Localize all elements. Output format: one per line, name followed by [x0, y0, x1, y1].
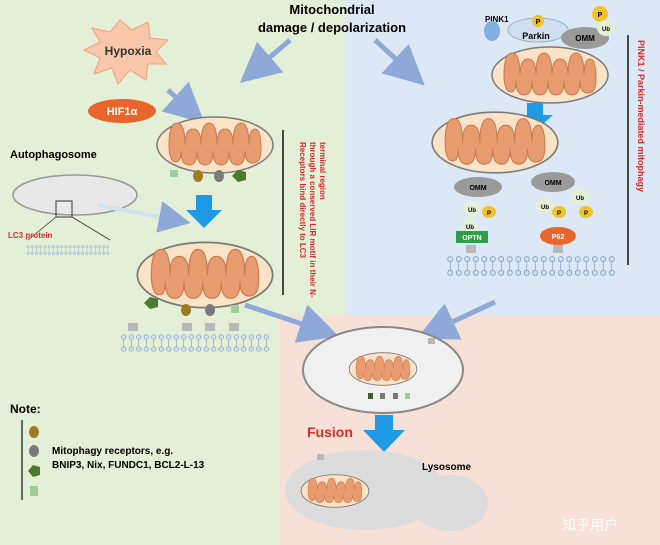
- svg-text:P: P: [584, 211, 588, 217]
- autophagosome-label: Autophagosome: [10, 149, 97, 161]
- pink-parkin-note: PINK1 / Parkin-mediated mitophagy: [636, 40, 646, 192]
- omm-cluster-left: OMM Ub P Ub OPTN: [454, 177, 502, 253]
- hypoxia-burst-icon: [82, 19, 170, 85]
- mitochondrion-1: [156, 116, 274, 174]
- lc3-label: LC3 protein: [8, 231, 53, 240]
- receptors-row-2: [144, 297, 239, 316]
- mitochondrion-6: [300, 474, 370, 508]
- arrow-right-icon: [373, 38, 425, 86]
- mitochondrion-3: [491, 46, 609, 104]
- svg-text:P: P: [536, 19, 541, 26]
- note-title: Note:: [10, 402, 41, 416]
- arrow-autophagosome-icon: [97, 201, 191, 233]
- svg-text:PINK1 / Parkin-mediated mitoph: PINK1 / Parkin-mediated mitophagy: [636, 40, 646, 192]
- down-arrow-icon: [363, 415, 405, 452]
- svg-text:terminal region: terminal region: [318, 142, 327, 200]
- down-arrow-icon: [186, 195, 222, 228]
- watermark: 知乎用户: [562, 517, 618, 533]
- arrow-hypoxia-icon: [161, 81, 205, 124]
- mitochondrion-5: [348, 352, 418, 386]
- hif-label: HIF1α: [107, 106, 138, 118]
- hif-badge: [88, 99, 156, 123]
- arrow-to-fusion-right-icon: [416, 299, 497, 340]
- svg-text:Ub: Ub: [602, 27, 610, 33]
- svg-text:through a conserved LIR motif: through a conserved LIR motif in their N…: [308, 142, 317, 298]
- title-line1: Mitochondrial: [289, 2, 374, 17]
- svg-text:Ub: Ub: [466, 225, 474, 231]
- mitochondrion-2: [136, 241, 274, 309]
- hypoxia-label: Hypoxia: [105, 44, 152, 58]
- svg-text:OMM: OMM: [469, 185, 486, 192]
- lysosome-label: Lysosome: [422, 462, 472, 473]
- arrow-left-icon: [239, 38, 292, 84]
- svg-text:OMM: OMM: [544, 180, 561, 187]
- mitochondrion-4: [431, 111, 559, 174]
- parkin-label: Parkin: [522, 31, 550, 41]
- fusion-label: Fusion: [307, 424, 353, 440]
- pink1-label: PINK1: [485, 15, 509, 24]
- down-arrow-icon: [517, 103, 553, 131]
- svg-text:Ub: Ub: [576, 196, 584, 202]
- title-line2: damage / depolarization: [258, 20, 406, 35]
- svg-text:P: P: [598, 12, 603, 19]
- svg-text:P: P: [557, 211, 561, 217]
- zoom-box: [55, 200, 73, 218]
- svg-text:P62: P62: [552, 234, 565, 241]
- omm-label: OMM: [575, 34, 595, 43]
- svg-text:OPTN: OPTN: [462, 235, 481, 242]
- note-line2: BNIP3, Nix, FUNDC1, BCL2-L-13: [52, 460, 205, 471]
- svg-text:Receptors bind directly to LC3: Receptors bind directly to LC3: [298, 142, 307, 259]
- svg-text:Ub: Ub: [541, 205, 549, 211]
- note-line1: Mitophagy receptors, e.g.: [52, 446, 173, 457]
- arrow-to-fusion-left-icon: [244, 302, 339, 343]
- omm-cluster-right: OMM Ub Ub P P P62: [531, 172, 593, 253]
- svg-text:Ub: Ub: [468, 208, 476, 214]
- svg-text:P: P: [487, 211, 491, 217]
- receptor-note: Receptors bind directly to LC3 through a…: [298, 142, 327, 298]
- receptors-row-1: [170, 170, 246, 182]
